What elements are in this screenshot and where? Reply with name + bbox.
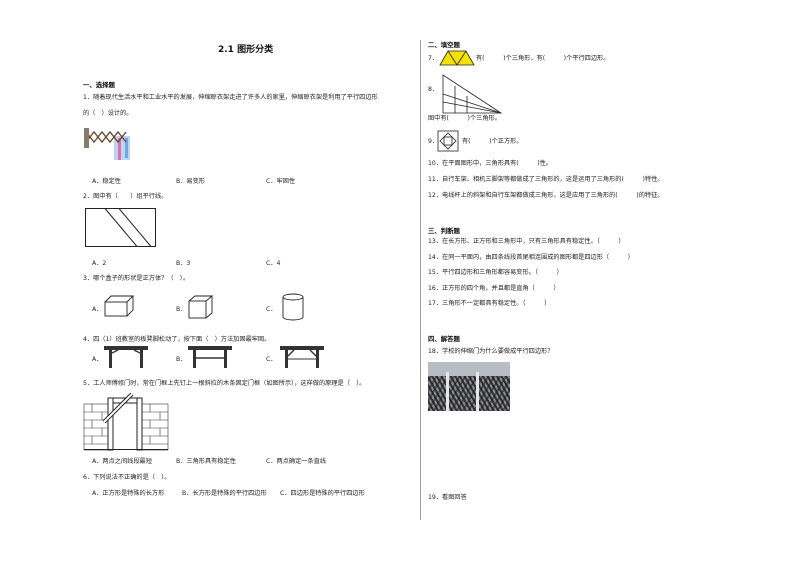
cuboid-box-icon — [104, 295, 135, 317]
q6-option-a[interactable]: A．正方形是特殊的长方形 — [92, 490, 165, 497]
q6-option-b[interactable]: B．长方形是特殊的平行四边形 — [182, 490, 267, 497]
column-divider — [420, 40, 421, 520]
q4-option-b[interactable]: B． — [176, 356, 187, 363]
q4-text: 4．四（1）班教室的板凳脚松动了，按下面（ ）方法加固最牢固。 — [83, 336, 271, 343]
q11-text: 11．自行车架、相机三脚架等都做成了三角形的，这是运用了三角形的( )特性。 — [428, 176, 664, 183]
section-choice-heading: 一、选择题 — [83, 81, 115, 89]
q1-option-c[interactable]: C．牢固性 — [266, 178, 296, 185]
q6-option-c[interactable]: C．四边形是特殊的平行四边形 — [280, 490, 365, 497]
q3-text: 3．哪个盒子的形状是正方体？（ ）。 — [83, 275, 190, 282]
section-judge-heading: 三、判断题 — [428, 227, 460, 235]
retractable-gate-photo — [428, 362, 510, 411]
q1-option-b[interactable]: B．易变形 — [176, 178, 205, 185]
q2-option-a[interactable]: A．2 — [92, 260, 107, 267]
cube-box-icon — [188, 295, 214, 319]
q7-number: 7． — [428, 55, 439, 62]
q2-option-c[interactable]: C．4 — [266, 260, 281, 267]
q12-text: 12．电线杆上的斜架和自行车架都做成三角形，这是应用了三角形的( )的特征。 — [428, 192, 664, 199]
parallelogram-lines-figure — [85, 208, 156, 247]
q3-option-b[interactable]: B． — [176, 306, 187, 313]
q4-option-a[interactable]: A． — [92, 356, 103, 363]
stool-a-icon — [104, 346, 148, 368]
nested-triangles-figure — [442, 74, 503, 114]
q7-text: 有( )个三角形，有( )个平行四边形。 — [476, 55, 610, 62]
q3-option-a[interactable]: A． — [92, 306, 103, 313]
q3-option-c[interactable]: C． — [266, 306, 277, 313]
q16-text: 16．正方形的四个角，并且都是直角（ ） — [428, 285, 560, 292]
q15-text: 15．平行四边形和三角形都容易变形。（ ） — [428, 269, 563, 276]
q2-option-b[interactable]: B．3 — [176, 260, 191, 267]
q9-text: 有( )个正方形。 — [462, 138, 523, 145]
q1-text-line1: 1．随着现代生活水平和工业水平的发展，伸缩晾衣架走进了许多人的家里，伸缩晾衣架是… — [83, 94, 378, 101]
q1-option-a[interactable]: A．稳定性 — [92, 178, 121, 185]
telescopic-clothes-rack-icon — [84, 128, 130, 160]
q8-text: 图中有( )个三角形。 — [428, 115, 501, 122]
q5-text: 5．工人师傅修门时，常在门框上先钉上一根斜拉的木条固定门框（如图所示），这样做的… — [83, 380, 366, 387]
q5-option-b[interactable]: B．三角形具有稳定性 — [176, 458, 236, 465]
q5-option-c[interactable]: C．两点确定一条直线 — [266, 458, 327, 465]
q17-text: 17．三角形不一定都具有稳定性。（ ） — [428, 300, 551, 307]
q10-text: 10．在平面图形中，三角形具有( )性。 — [428, 160, 553, 167]
section-answer-heading: 四、解答题 — [428, 335, 460, 343]
q14-text: 14．在同一平面内，由四条线段首尾相连围成的图形都是四边形（ ） — [428, 254, 634, 261]
q1-text-line2: 的（ ）设计的。 — [83, 110, 133, 117]
cylinder-box-icon — [282, 293, 304, 321]
q18-text: 18．学校的伸缩门为什么要做成平行四边形？ — [428, 348, 554, 355]
q8-number: 8． — [428, 86, 439, 93]
q2-text: 2．图中有（ ）组平行线。 — [83, 193, 168, 200]
stool-b-icon — [188, 346, 232, 368]
section-fill-heading: 二、填空题 — [428, 41, 460, 49]
q4-option-c[interactable]: C． — [266, 356, 277, 363]
door-frame-brace-figure — [83, 392, 169, 451]
q9-number: 9． — [428, 138, 439, 145]
q6-text: 6．下列说法不正确的是（ ）。 — [83, 474, 171, 481]
q5-option-a[interactable]: A．两点之间线段最短 — [92, 458, 152, 465]
stool-c-icon — [280, 346, 324, 368]
nested-squares-figure — [437, 130, 459, 152]
q19-text: 19．看图回答 — [428, 494, 467, 501]
q13-text: 13．在长方形、正方形和三角形中，只有三角形具有稳定性。（ ） — [428, 238, 625, 245]
trapezoid-triangles-figure — [439, 50, 475, 66]
